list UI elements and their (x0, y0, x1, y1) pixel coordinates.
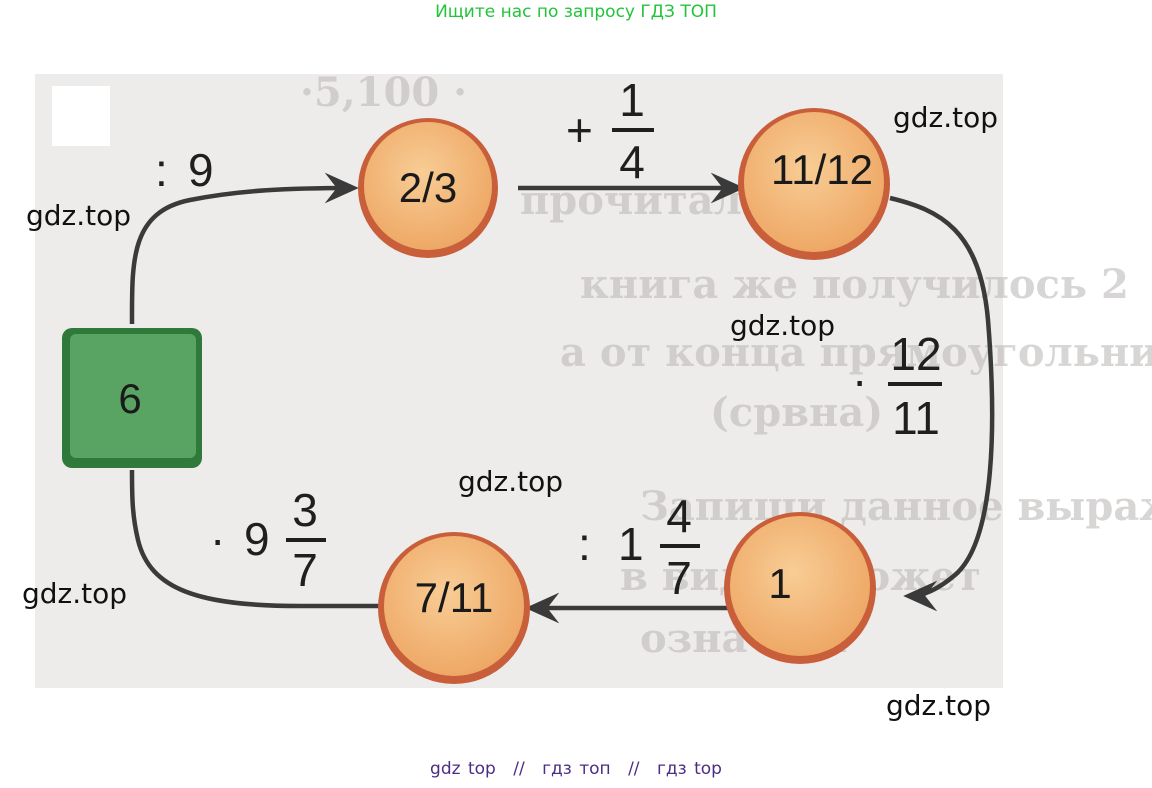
node-value: 1 (768, 560, 791, 607)
footer-link-gdz-top-mixed[interactable]: гдз top (656, 759, 722, 779)
fraction-bar (612, 128, 654, 132)
svg-text:(срвна): (срвна) (710, 389, 883, 436)
operation-sign: · (210, 513, 225, 565)
node-value: 2/3 (399, 164, 457, 211)
fraction-bar (888, 382, 942, 386)
svg-text:Запиши данное выражение: Запиши данное выражение (640, 483, 1152, 530)
watermark: gdz.top (730, 309, 836, 342)
fraction-denominator: 7 (292, 544, 318, 596)
svg-text:а от конца прямоугольник: а от конца прямоугольник (560, 329, 1152, 376)
node-value: 7/11 (415, 574, 494, 621)
watermark: gdz.top (893, 101, 999, 134)
arrow-node4-to-start (129, 469, 380, 609)
footer-link-gdz-top-ru[interactable]: гдз топ (542, 759, 611, 779)
fraction-denominator: 4 (619, 136, 645, 188)
watermark: gdz.top (22, 577, 128, 610)
node-1: 1 (724, 512, 876, 664)
watermark: gdz.top (886, 689, 992, 722)
fraction-numerator: 4 (666, 490, 692, 542)
operation-multiply-mixed: · 9 3 7 (210, 484, 326, 596)
node-7-11: 7/11 (378, 532, 530, 684)
footer-separator: // (513, 759, 525, 779)
watermark: gdz.top (26, 199, 132, 232)
torn-corner (52, 86, 110, 146)
operation-sign: : (155, 144, 168, 196)
watermark: gdz.top (458, 465, 564, 498)
node-11-12: 11/12 (738, 108, 890, 260)
fraction-numerator: 1 (619, 74, 645, 126)
node-value: 11/12 (771, 146, 873, 193)
arrow-start-to-node1 (129, 172, 359, 325)
operation-plus-fraction: + 1 4 (566, 74, 654, 188)
arrow-node2-to-node3 (889, 195, 995, 612)
footer-links: gdz top // гдз топ // гдз top (0, 759, 1152, 779)
operation-sign: : (578, 518, 591, 570)
mixed-whole: 1 (618, 518, 644, 570)
operation-sign: · (852, 354, 867, 406)
start-value: 6 (118, 375, 141, 422)
fraction-bar (660, 544, 700, 548)
start-value-box: 6 (62, 328, 202, 468)
operation-divide-9: : 9 (155, 144, 214, 196)
svg-text:·5,100 ·: ·5,100 · (300, 69, 467, 116)
fraction-denominator: 7 (666, 552, 692, 604)
promo-banner: Ищите нас по запросу ГДЗ ТОП (435, 2, 717, 22)
operation-sign: + (566, 104, 593, 156)
mixed-whole: 9 (244, 513, 270, 565)
fraction-numerator: 12 (890, 328, 941, 380)
footer-separator: // (628, 759, 640, 779)
footer-link-gdz-top[interactable]: gdz top (430, 759, 496, 779)
operation-value: 9 (188, 144, 214, 196)
operation-divide-mixed: : 1 4 7 (578, 490, 700, 604)
fraction-denominator: 11 (892, 392, 940, 444)
fraction-bar (286, 538, 326, 542)
fraction-numerator: 3 (292, 484, 318, 536)
svg-text:книга же получилось 2: книга же получилось 2 (580, 261, 1129, 308)
node-2-3: 2/3 (358, 118, 498, 258)
operation-multiply-fraction: · 12 11 (852, 328, 942, 444)
